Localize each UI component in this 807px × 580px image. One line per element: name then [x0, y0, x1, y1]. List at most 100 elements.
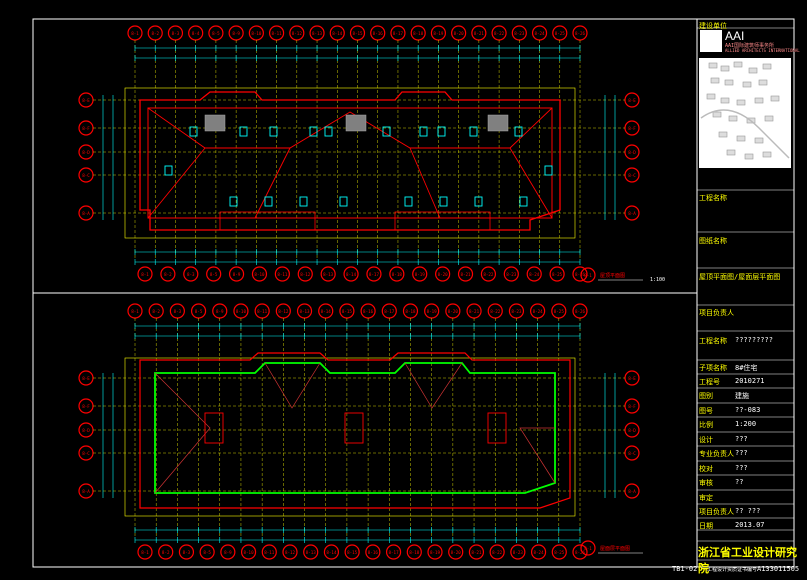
axis-label: 8-16	[368, 550, 379, 555]
axis-label: 8-19	[430, 550, 441, 555]
axis-label: 8-9	[233, 272, 241, 277]
axis-label: 8-19	[427, 309, 438, 314]
axis-label: 8-C	[628, 173, 636, 178]
bottom-plan-title: 屋面层平面图	[600, 546, 630, 552]
axis-label: 8-F	[82, 404, 90, 409]
window	[514, 126, 523, 137]
title-block-field-label: 项目负责人	[699, 309, 734, 317]
axis-label: 8-C	[82, 173, 90, 178]
axis-bubble-bottom: 8-18	[406, 544, 422, 560]
roof-inner-outline	[147, 107, 553, 219]
title-block-field-label: 项目负责人	[699, 508, 734, 516]
floor-outline	[139, 352, 571, 509]
axis-bubble-bottom: 8-19	[427, 544, 443, 560]
axis-bubble-bottom: 8-17	[385, 544, 402, 560]
axis-label: 8-24	[529, 272, 540, 277]
axis-label: 8-13	[306, 550, 317, 555]
axis-label: 8-10	[244, 550, 255, 555]
axis-bubble-bottom: 8-21	[457, 266, 474, 282]
top-plan-title-scale: 1:100	[650, 277, 665, 283]
title-block-field-label: 校对	[699, 465, 713, 473]
window	[437, 126, 446, 137]
axis-label: 8-5	[203, 550, 211, 555]
axis-bubble-bottom: 8-19	[412, 266, 428, 282]
axis-label: 8-12	[278, 309, 289, 314]
axis-label: 8-22	[490, 309, 501, 314]
axis-label: 8-A	[628, 489, 636, 494]
axis-bubble-bottom: 8-3	[183, 266, 199, 282]
axis-label: 8-24	[534, 550, 545, 555]
aai-logo-subtitle-en: ALLIED ARCHITECTS INTERNATIONAL	[725, 48, 800, 53]
axis-label: 8-18	[413, 31, 424, 36]
section-drawing-label: 图纸名称	[699, 237, 727, 245]
axis-label: 8-1	[131, 309, 139, 314]
axis-label: 8-F	[82, 126, 90, 131]
bottom-plan-title-bubble: 8-1	[580, 540, 596, 556]
axis-label: 8-A	[82, 489, 90, 494]
title-block-field-value: ???	[735, 449, 748, 457]
axis-label: 8-25	[552, 272, 563, 277]
axis-label: 8-C	[82, 451, 90, 456]
key-plan-image	[699, 58, 791, 168]
axis-bubble-bottom: 8-18	[389, 266, 405, 282]
axis-bubble-bottom: 8-9	[228, 266, 245, 282]
axis-label: 8-F	[628, 126, 636, 131]
stair-shaft	[344, 412, 364, 444]
axis-label: 8-16	[363, 309, 374, 314]
drawing-name: 屋顶平面图/屋面层平面图	[699, 273, 781, 281]
axis-bubble-bottom: 8-5	[199, 544, 215, 560]
axis-label: 8-18	[392, 272, 403, 277]
window	[239, 126, 248, 137]
axis-bubble-bottom: 8-11	[261, 544, 277, 560]
axis-bubble-bottom: 8-2	[160, 266, 176, 282]
axis-bubble-bottom: 8-26	[572, 266, 588, 282]
axis-label: 8-5	[195, 309, 203, 314]
top-plan-title: 屋顶平面图	[600, 273, 625, 279]
axis-label: 8-D	[628, 150, 636, 155]
skylight	[345, 114, 367, 132]
axis-label: 8-11	[257, 309, 268, 314]
axis-label: 8-26	[575, 550, 586, 555]
window	[189, 126, 198, 137]
axis-label: 8-1	[584, 273, 592, 278]
axis-label: 8-1	[131, 31, 139, 36]
window	[264, 196, 273, 207]
aai-logo-text: AAI	[725, 29, 745, 43]
window	[439, 196, 448, 207]
axis-label: 8-10	[236, 309, 247, 314]
axis-label: 8-20	[451, 550, 462, 555]
axis-label: 8-2	[151, 31, 159, 36]
axis-label: 8-23	[514, 31, 525, 36]
axis-label: 8-19	[433, 31, 444, 36]
window	[469, 126, 478, 137]
axis-label: 8-9	[232, 31, 240, 36]
axis-label: 8-13	[299, 309, 310, 314]
axis-bubble-bottom: 8-17	[366, 266, 382, 282]
title-block-field-label: 日期	[699, 522, 713, 530]
axis-label: 8-2	[152, 309, 160, 314]
axis-label: 8-16	[373, 31, 384, 36]
stair-shaft	[487, 412, 507, 444]
aai-logo-subtitle: AAI国际建筑师事务所	[725, 43, 775, 49]
axis-label: 8-20	[448, 309, 459, 314]
window	[544, 165, 553, 176]
axis-bubble-bottom: 8-23	[510, 544, 526, 560]
axis-label: 8-3	[172, 31, 180, 36]
title-block-field-label: 设计	[699, 436, 713, 444]
axis-label: 8-E	[628, 98, 636, 103]
axis-label: 8-12	[292, 31, 303, 36]
title-block-field-value: 2013.07	[735, 521, 765, 529]
window	[382, 126, 391, 137]
axis-label: 8-21	[471, 550, 482, 555]
window	[324, 126, 333, 137]
axis-label: 8-24	[534, 31, 545, 36]
axis-label: 8-1	[584, 546, 592, 551]
axis-bubble-bottom: 8-22	[480, 266, 497, 282]
title-block-field-label: 工程名称	[699, 337, 727, 345]
window	[299, 196, 308, 207]
axis-label: 8-D	[628, 428, 636, 433]
title-block-field-label: 图号	[699, 407, 713, 415]
axis-bubble-bottom: 8-2	[158, 544, 174, 560]
skylight	[204, 114, 226, 132]
